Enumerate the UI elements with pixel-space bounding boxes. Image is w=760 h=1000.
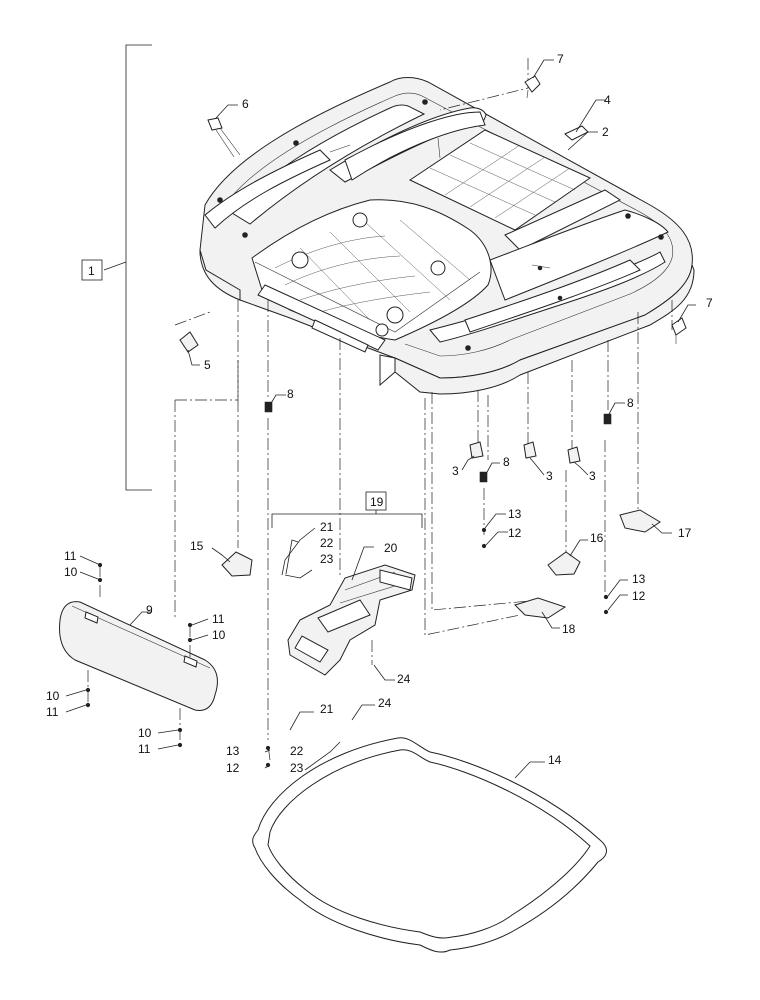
washer-13-c xyxy=(265,745,271,751)
callout-10-d: 10 xyxy=(138,726,152,740)
pad-16 xyxy=(547,551,581,576)
hardware-parts xyxy=(85,75,687,768)
hardware-leader-ticks xyxy=(65,555,209,750)
clip-3-a xyxy=(469,441,484,459)
callout-10-b: 10 xyxy=(212,628,226,642)
fastener-8-mid xyxy=(479,471,488,483)
callout-20: 20 xyxy=(384,541,398,555)
callout-24-mid: 24 xyxy=(378,696,392,710)
callout-3-c: 3 xyxy=(589,469,596,483)
callout-3-b: 3 xyxy=(546,469,553,483)
callout-3-a: 3 xyxy=(452,464,459,478)
nut-12-a xyxy=(481,543,487,549)
assembly-lines xyxy=(174,58,673,761)
callout-labels: 2 4 7 7 6 5 8 8 8 3 3 3 13 12 13 12 15 1… xyxy=(46,52,713,775)
callout-8-left: 8 xyxy=(287,387,294,401)
callout-10-c: 10 xyxy=(46,689,60,703)
callout-6: 6 xyxy=(242,97,249,111)
fastener-8-right xyxy=(603,413,612,425)
callout-23-bottom: 23 xyxy=(290,761,304,775)
callout-box-1 xyxy=(81,259,103,281)
clip-3-c xyxy=(567,446,581,464)
callout-13-c: 13 xyxy=(226,744,240,758)
assembly-bracket xyxy=(103,44,152,491)
bracket-20 xyxy=(287,564,416,676)
roof-assembly xyxy=(199,77,695,395)
callout-7-top: 7 xyxy=(557,52,564,66)
callout-13-a: 13 xyxy=(508,507,522,521)
callout-9: 9 xyxy=(146,603,153,617)
callout-21-bottom: 21 xyxy=(320,702,334,716)
clip-3-b xyxy=(523,441,537,459)
callout-11-a: 11 xyxy=(64,549,77,563)
callout-5: 5 xyxy=(204,358,211,372)
clip-5 xyxy=(179,331,199,353)
nut-12-b xyxy=(603,609,609,615)
callout-12-c: 12 xyxy=(226,761,240,775)
callout-13-b: 13 xyxy=(632,572,646,586)
callout-22-top: 22 xyxy=(320,536,334,550)
callout-24-right: 24 xyxy=(397,672,411,686)
pad-15 xyxy=(221,551,253,577)
callout-12-b: 12 xyxy=(632,589,646,603)
callout-16: 16 xyxy=(590,531,604,545)
screw-6 xyxy=(207,117,241,158)
callout-8-mid: 8 xyxy=(503,455,510,469)
clip-7-top xyxy=(524,75,541,99)
callout-15: 15 xyxy=(190,539,204,553)
callout-11-b: 11 xyxy=(212,612,225,626)
callout-12-a: 12 xyxy=(508,526,522,540)
callout-14: 14 xyxy=(548,753,562,767)
clip-7-right xyxy=(671,317,687,344)
callout-1: 1 xyxy=(88,264,95,278)
callout-8-right: 8 xyxy=(627,396,634,410)
trim-9 xyxy=(59,601,218,711)
callout-18: 18 xyxy=(562,622,576,636)
callout-21-top: 21 xyxy=(320,520,334,534)
pad-17 xyxy=(619,509,661,533)
bracket-4 xyxy=(564,125,589,141)
washer-13-a xyxy=(481,527,487,533)
callout-17: 17 xyxy=(678,526,692,540)
callout-4: 4 xyxy=(604,93,611,107)
callout-7-right: 7 xyxy=(706,296,713,310)
callout-19: 19 xyxy=(370,495,384,509)
callout-23-top: 23 xyxy=(320,552,334,566)
callout-2: 2 xyxy=(602,125,609,139)
pad-18 xyxy=(514,597,567,619)
seal-14 xyxy=(252,737,607,953)
callout-11-d: 11 xyxy=(138,742,151,756)
callout-22-bottom: 22 xyxy=(290,744,304,758)
callout-11-c: 11 xyxy=(46,705,59,719)
leader-lines xyxy=(129,59,696,779)
callout-10-a: 10 xyxy=(64,565,78,579)
washer-13-b xyxy=(603,594,609,600)
